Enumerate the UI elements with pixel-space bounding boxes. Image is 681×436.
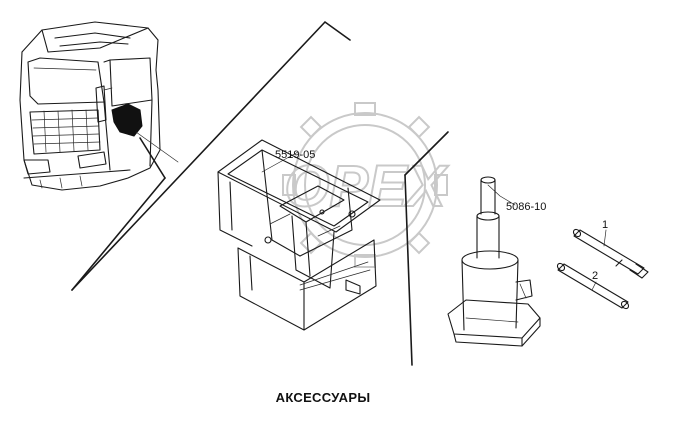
jack-handle-bar-2 [556,262,630,310]
leader-bar-1 [603,229,607,247]
truck-cab-illustration [19,21,179,191]
jack-stand-illustration [217,139,381,331]
diagram-caption: АКСЕССУАРЫ [276,390,371,405]
connector-lines [71,20,516,366]
callout-5519-05: 5519-05 [275,149,315,161]
jack-handle-bar-1 [572,228,649,279]
callout-5086-10: 5086-10 [506,201,546,213]
storage-location-highlight [111,103,143,137]
watermark-text: OPEX [284,154,448,219]
callout-bar-1: 1 [602,219,608,231]
bottle-jack-illustration [447,176,541,347]
leader-bar-2 [591,281,597,291]
callout-bar-2: 2 [592,270,598,282]
